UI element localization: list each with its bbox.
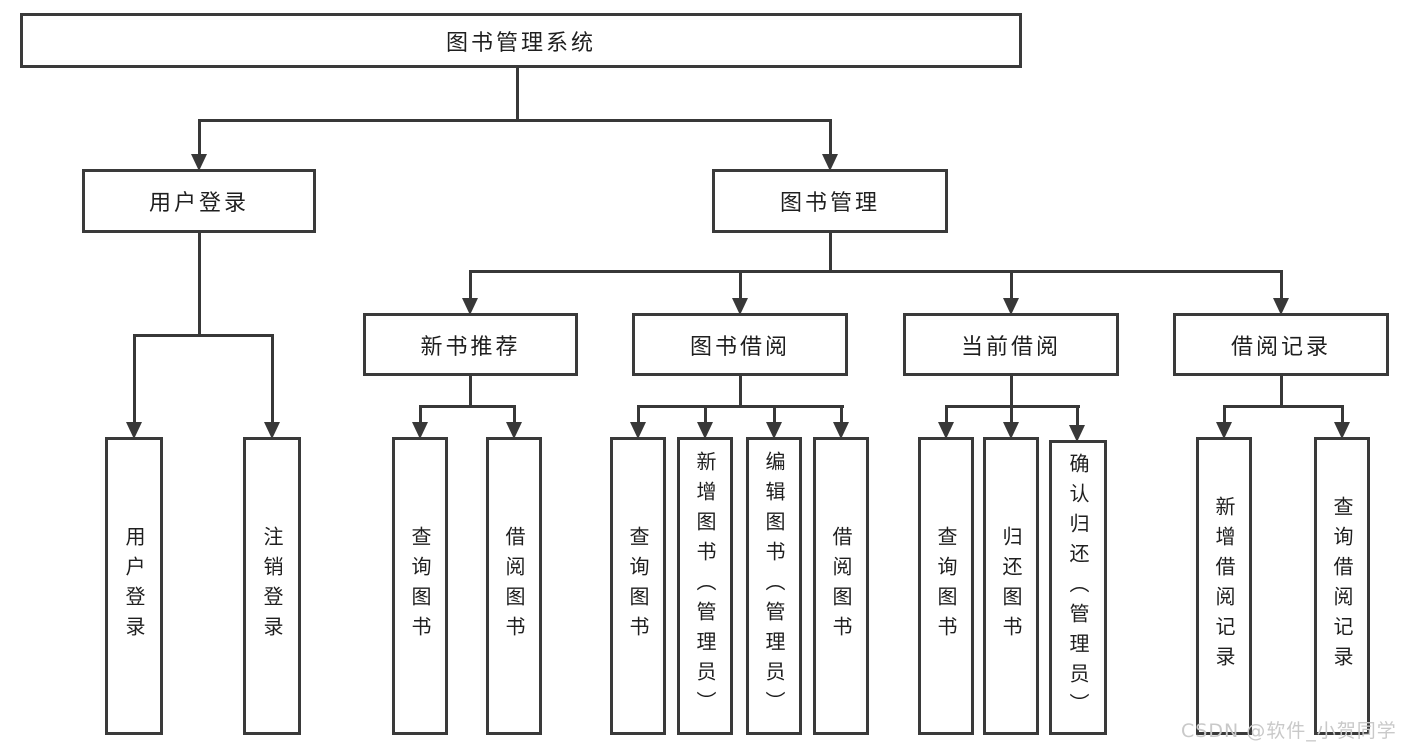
arrow-down-icon [126, 422, 142, 439]
node-new-book-recommend-label: 新书推荐 [420, 334, 521, 360]
leaf-query-books-borrow: 查询图书 [610, 437, 666, 735]
node-root-system: 图书管理系统 [20, 13, 1022, 68]
leaf-add-books-admin: 新增图书（管理员） [677, 437, 733, 735]
node-new-book-recommend: 新书推荐 [363, 313, 578, 376]
arrow-down-icon [697, 422, 713, 439]
leaf-user-login-label: 用户登录 [122, 526, 146, 646]
arrow-down-icon [264, 422, 280, 439]
leaf-query-borrow-record: 查询借阅记录 [1314, 437, 1370, 735]
arrow-down-icon [462, 298, 478, 315]
connector-line [132, 333, 136, 426]
connector-line [418, 404, 422, 427]
leaf-borrow-books-recommend: 借阅图书 [486, 437, 542, 735]
leaf-edit-books-admin: 编辑图书（管理员） [746, 437, 802, 735]
connector-line [468, 269, 1283, 273]
arrow-down-icon [1334, 422, 1350, 439]
arrow-down-icon [732, 298, 748, 315]
arrow-down-icon [1003, 422, 1019, 439]
arrow-down-icon [938, 422, 954, 439]
leaf-confirm-return-admin: 确认归还（管理员） [1049, 440, 1107, 735]
arrow-down-icon [1273, 298, 1289, 315]
node-user-login: 用户登录 [82, 169, 316, 233]
leaf-add-borrow-record-label: 新增借阅记录 [1212, 496, 1236, 676]
node-current-borrow-label: 当前借阅 [960, 334, 1061, 360]
connector-line [738, 269, 742, 304]
connector-line [270, 333, 274, 426]
connector-line [197, 118, 832, 122]
csdn-watermark: CSDN @软件_小贺同学 [1181, 720, 1397, 742]
arrow-down-icon [822, 154, 838, 171]
leaf-logout: 注销登录 [243, 437, 301, 735]
connector-line [1279, 373, 1283, 406]
connector-line [468, 269, 472, 304]
connector-line [738, 373, 742, 406]
leaf-query-books-recommend: 查询图书 [392, 437, 448, 735]
leaf-query-books-borrow-label: 查询图书 [626, 526, 650, 646]
connector-line [1279, 269, 1283, 304]
arrow-down-icon [506, 422, 522, 439]
leaf-query-books-recommend-label: 查询图书 [408, 526, 432, 646]
node-user-login-label: 用户登录 [148, 191, 249, 216]
node-book-management-label: 图书管理 [779, 191, 880, 216]
arrow-down-icon [630, 422, 646, 439]
leaf-return-books-label: 归还图书 [999, 526, 1023, 646]
connector-line [468, 373, 472, 406]
connector-line [1222, 404, 1226, 427]
node-current-borrow: 当前借阅 [903, 313, 1119, 376]
connector-line [1009, 404, 1013, 427]
node-borrow-records-label: 借阅记录 [1230, 334, 1331, 360]
leaf-borrow-books-recommend-label: 借阅图书 [502, 526, 526, 646]
connector-line [512, 404, 516, 427]
leaf-add-borrow-record: 新增借阅记录 [1196, 437, 1252, 735]
leaf-confirm-return-admin-label: 确认归还（管理员） [1066, 452, 1090, 723]
node-book-borrow-label: 图书借阅 [689, 334, 790, 360]
leaf-logout-label: 注销登录 [260, 526, 284, 646]
leaf-borrow-books-label: 借阅图书 [829, 526, 853, 646]
leaf-query-borrow-record-label: 查询借阅记录 [1330, 496, 1354, 676]
leaf-query-books-current-label: 查询图书 [934, 526, 958, 646]
connector-line [636, 404, 844, 408]
arrow-down-icon [766, 422, 782, 439]
arrow-down-icon [1216, 422, 1232, 439]
connector-line [839, 404, 843, 427]
arrow-down-icon [412, 422, 428, 439]
node-root-label: 图书管理系统 [445, 30, 596, 56]
connector-line [1222, 404, 1344, 408]
connector-line [1075, 404, 1079, 430]
connector-line [703, 404, 707, 427]
connector-line [1009, 373, 1013, 406]
arrow-down-icon [1003, 298, 1019, 315]
arrow-down-icon [191, 154, 207, 171]
connector-line [772, 404, 776, 427]
leaf-return-books: 归还图书 [983, 437, 1039, 735]
connector-line [636, 404, 640, 427]
connector-line [418, 404, 516, 408]
connector-line [515, 66, 519, 120]
leaf-user-login: 用户登录 [105, 437, 163, 735]
leaf-add-books-admin-label: 新增图书（管理员） [693, 451, 717, 721]
node-book-borrow: 图书借阅 [632, 313, 848, 376]
arrow-down-icon [833, 422, 849, 439]
arrow-down-icon [1069, 425, 1085, 442]
leaf-edit-books-admin-label: 编辑图书（管理员） [762, 451, 786, 721]
connector-line [197, 118, 201, 161]
connector-line [828, 230, 832, 271]
connector-line [944, 404, 948, 427]
node-book-management: 图书管理 [712, 169, 948, 233]
connector-line [1340, 404, 1344, 427]
leaf-borrow-books: 借阅图书 [813, 437, 869, 735]
node-borrow-records: 借阅记录 [1173, 313, 1389, 376]
leaf-query-books-current: 查询图书 [918, 437, 974, 735]
connector-line [132, 333, 274, 337]
connector-line [828, 118, 832, 161]
connector-line [1009, 269, 1013, 304]
connector-line [197, 230, 201, 335]
